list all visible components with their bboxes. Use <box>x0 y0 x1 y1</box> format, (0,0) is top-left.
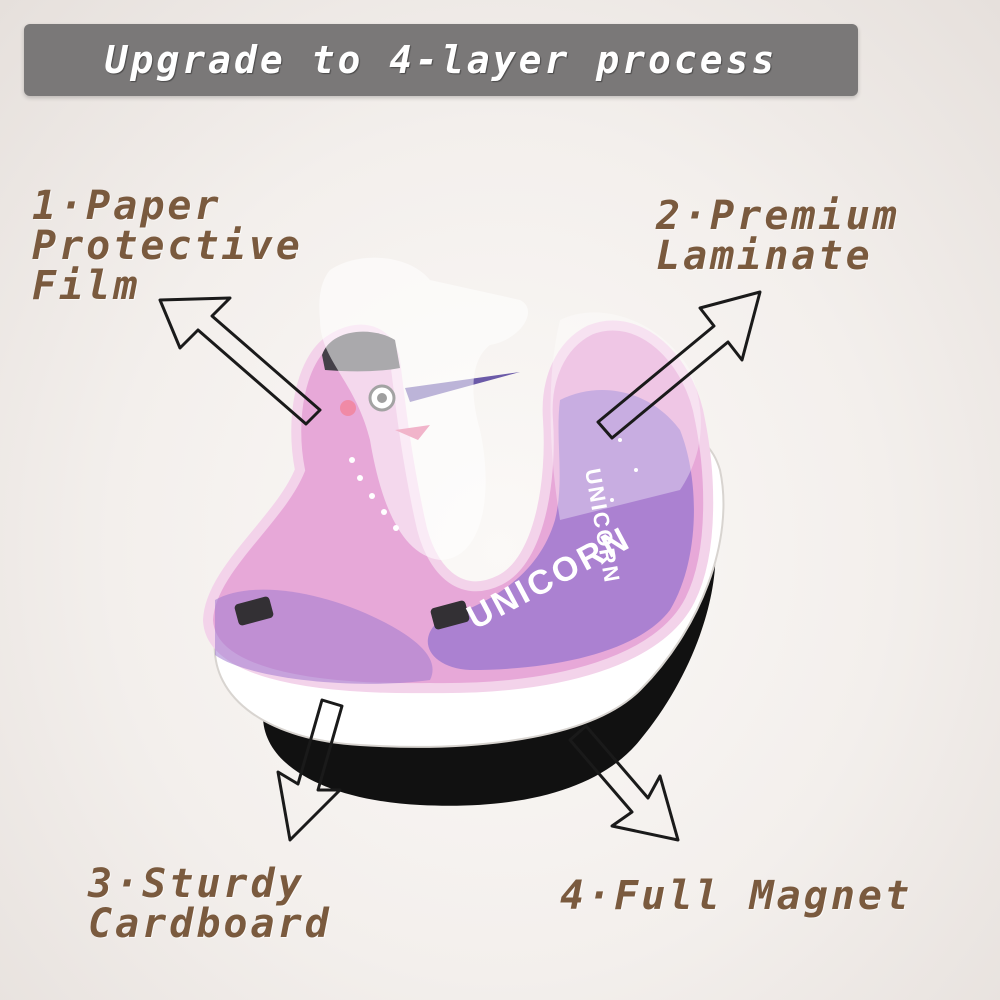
sticker-dots <box>349 438 638 531</box>
label-premium-laminate: 2·Premium Laminate <box>656 196 900 276</box>
label-paper-protective-film: 1·Paper Protective Film <box>32 186 303 306</box>
label-line: Cardboard <box>88 901 332 947</box>
label-line: 2·Premium <box>656 193 900 239</box>
label-line: 4·Full Magnet <box>560 873 913 919</box>
label-sturdy-cardboard: 3·Sturdy Cardboard <box>88 864 332 944</box>
label-line: Laminate <box>656 233 873 279</box>
title-text: Upgrade to 4-layer process <box>104 38 778 82</box>
title-banner: Upgrade to 4-layer process <box>24 24 858 96</box>
unicorn-cheek <box>340 400 356 416</box>
arrow-to-laminate <box>596 290 762 440</box>
label-line: Protective <box>32 223 303 269</box>
label-line: 1·Paper <box>32 183 222 229</box>
label-line: Film <box>32 263 141 309</box>
sticker-purple-band <box>427 390 694 670</box>
label-full-magnet: 4·Full Magnet <box>560 876 912 916</box>
unicorn-foot-left <box>234 596 274 626</box>
protective-film-layer <box>319 257 529 560</box>
unicorn-foot-right <box>430 600 470 630</box>
label-line: 3·Sturdy <box>88 861 305 907</box>
arrow-to-film <box>158 296 322 426</box>
arrow-to-magnet <box>568 724 680 842</box>
arrow-to-cardboard <box>276 698 344 842</box>
laminate-layer <box>550 312 701 520</box>
